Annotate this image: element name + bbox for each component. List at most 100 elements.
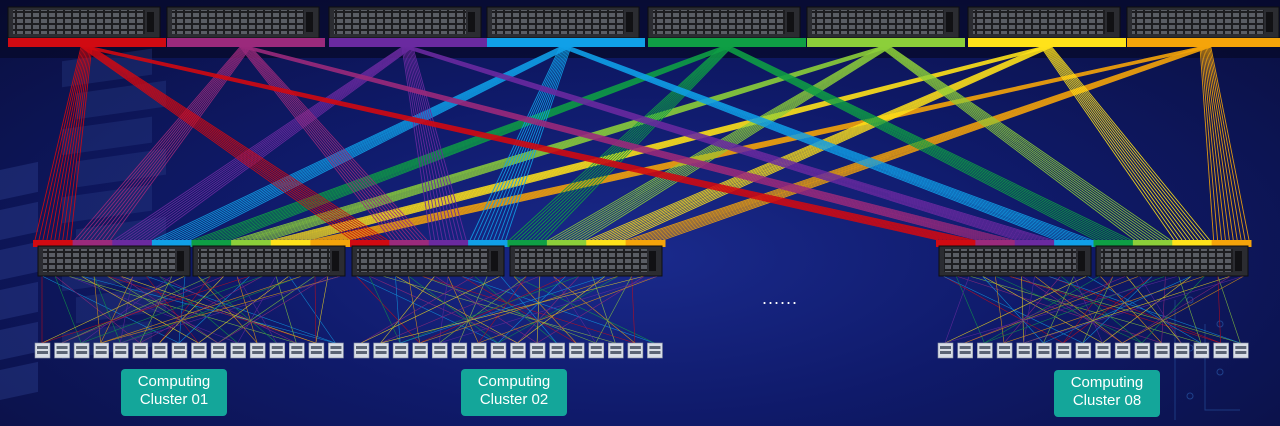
mesh-line [1043,275,1192,344]
server-stack-shape [0,361,38,400]
link-line [81,46,357,241]
compute-node [529,342,546,359]
compute-node [308,342,325,359]
compute-node-body [937,342,954,359]
compute-node [328,342,344,359]
leaf-switch [192,245,346,277]
compute-node-slot [473,346,485,349]
link-line [1199,46,1215,241]
compute-node-slot [610,346,622,349]
compute-node [73,342,90,359]
link-line [169,46,565,241]
link-line [565,46,1076,241]
mesh-line [944,275,1179,344]
mesh-line [1062,275,1153,344]
link-line [1203,46,1226,241]
leaf-color-bar [936,240,976,247]
compute-node-body [328,342,344,359]
leaf-color-bar [310,240,351,247]
mesh-line [439,275,527,344]
link-line [197,46,723,241]
spine-switch [647,6,801,39]
mesh-line [120,275,303,344]
compute-node-slot [959,346,971,349]
leaf-switch-ports [198,249,330,272]
mesh-line [237,275,277,344]
leaf-switch-ports [43,249,175,272]
link-bundle [879,46,1171,241]
compute-node-slot [629,346,641,349]
mesh-line [360,275,475,344]
server-stack-shape [0,241,38,280]
mesh-line [1178,275,1202,344]
mesh-line [458,275,488,344]
compute-node-body [152,342,168,359]
leaf-color-bar [191,240,232,247]
compute-node-slot [551,351,563,354]
mesh-line [1122,275,1245,344]
link-line [1201,46,1222,241]
leaf-switch [509,245,663,277]
compute-node-slot [193,346,205,349]
compute-node-slot [76,346,88,349]
link-line [720,46,1096,241]
link-line [62,46,90,241]
mesh-line [1023,275,1232,344]
link-line [568,46,1084,241]
link-line [501,46,571,241]
link-line [242,46,400,241]
compute-node-slot [414,346,426,349]
spine-color-bar [807,38,965,47]
link-line [1209,46,1246,241]
link-line [889,46,1167,241]
link-line [406,46,447,241]
leaf-color-bar [151,240,192,247]
mesh-line [178,275,251,344]
compute-node-slot [959,351,971,354]
compute-node-slot [532,351,544,354]
mesh-line [1102,275,1192,344]
mesh-line [964,275,1127,344]
link-bundle [34,46,93,241]
compute-node-slot [453,346,465,349]
compute-node-slot [173,351,185,354]
mesh-line [93,275,121,344]
compute-node-slot [1136,351,1148,354]
mesh-line [955,275,985,344]
compute-node [568,342,585,359]
compute-node [152,342,168,359]
compute-node-slot [115,351,127,354]
mesh-line [380,275,645,344]
leaf-color-bar [586,240,627,247]
link-line [129,46,408,241]
link-bundle [401,46,467,241]
mesh-line [1021,275,1025,344]
mesh-line [80,275,199,344]
link-line [250,46,1013,241]
spine-switch-ports [1132,10,1264,34]
link-line [1206,46,1238,241]
compute-node-slot [232,346,244,349]
link-line [252,46,887,241]
compute-node [412,342,428,359]
compute-node-slot [193,351,205,354]
link-line [248,46,420,241]
mesh-line [380,275,540,344]
link-line [401,46,1017,241]
leaf-switch [351,245,505,277]
link-line [213,46,728,241]
link-line [562,46,1065,241]
compute-node-slot [115,346,127,349]
mesh-line [100,275,134,344]
spine-switch-row [7,6,1280,47]
link-line [85,46,368,241]
compute-node-slot [1176,346,1188,349]
spine-switch-ports [172,10,304,34]
link-line [564,46,1073,241]
spine-switch [7,6,161,39]
link-line [879,46,1136,241]
spine-switch-psu [787,12,794,32]
compute-node-slot [1038,351,1050,354]
link-line [561,46,1061,241]
link-line [1049,46,1203,241]
